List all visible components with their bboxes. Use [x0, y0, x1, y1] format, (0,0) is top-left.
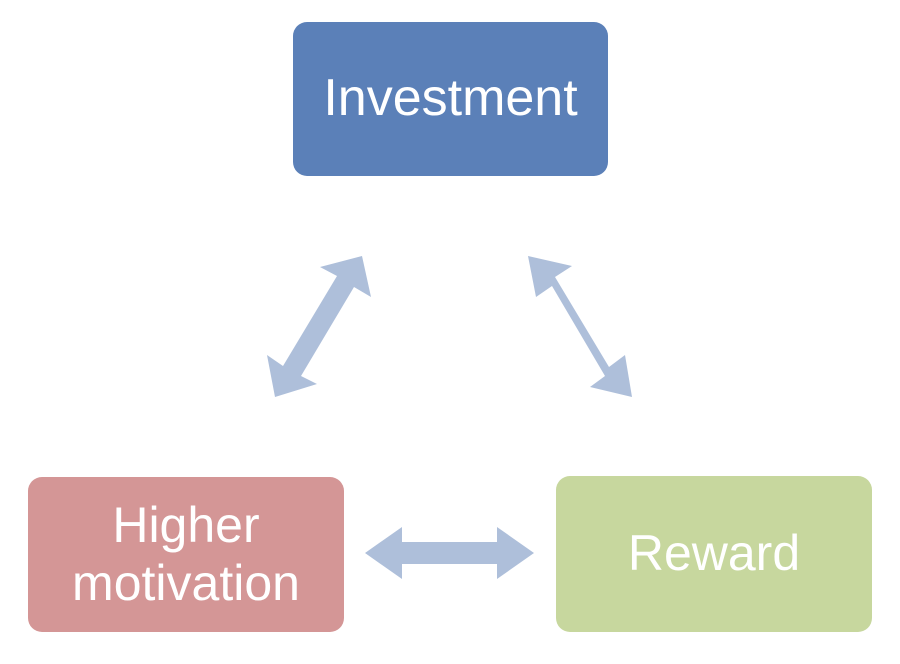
node-investment: Investment: [293, 22, 608, 176]
arrow-investment-motivation: [267, 256, 371, 397]
arrow-motivation-reward: [365, 527, 534, 579]
node-higher-motivation-label: Higher motivation: [72, 497, 300, 611]
node-reward-label: Reward: [627, 525, 801, 582]
node-reward: Reward: [556, 476, 872, 632]
node-higher-motivation: Higher motivation: [28, 477, 344, 632]
node-investment-label: Investment: [323, 69, 578, 128]
arrow-investment-reward: [528, 256, 632, 397]
